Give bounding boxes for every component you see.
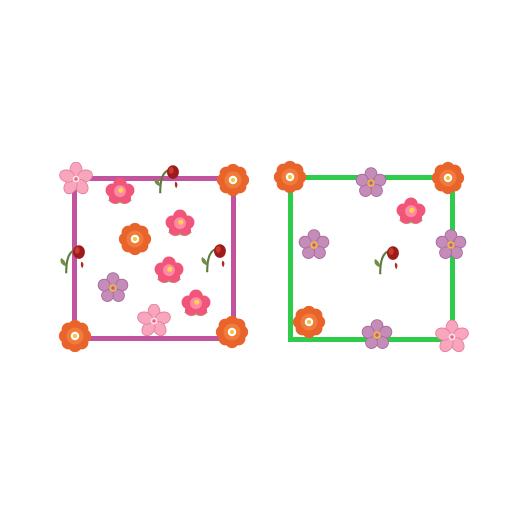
hibiscus-icon [103,175,137,209]
orange-flower-icon [216,163,250,197]
purple-blossom-icon [354,166,388,200]
cherry-blossom-icon [435,320,469,354]
hibiscus-icon [179,287,213,321]
wilted-flower-icon [197,240,231,274]
orange-flower-icon [273,160,307,194]
purple-blossom-icon [96,271,130,305]
hibiscus-icon [163,207,197,241]
orange-flower-icon [215,315,249,349]
orange-flower-icon [292,305,326,339]
wilted-flower-icon [56,241,90,275]
cherry-blossom-icon [59,162,93,196]
left-frame [72,176,236,341]
purple-blossom-icon [360,318,394,352]
hibiscus-icon [152,254,186,288]
orange-flower-icon [431,161,465,195]
purple-blossom-icon [297,228,331,262]
purple-blossom-icon [434,228,468,262]
wilted-flower-icon [370,242,404,276]
wilted-flower-icon [150,161,184,195]
orange-flower-icon [118,222,152,256]
orange-flower-icon [58,319,92,353]
hibiscus-icon [394,195,428,229]
cherry-blossom-icon [137,304,171,338]
